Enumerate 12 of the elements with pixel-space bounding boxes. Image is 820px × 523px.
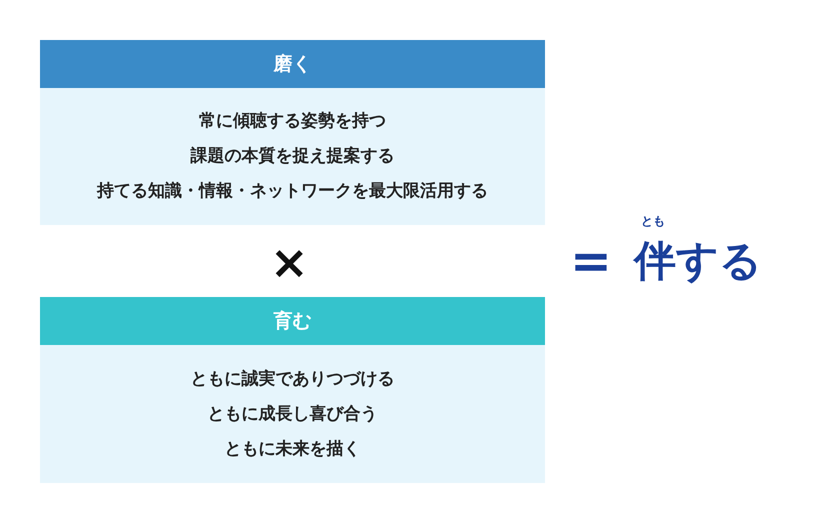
list-item: ともに誠実でありつづける <box>190 368 394 390</box>
list-item: 常に傾聴する姿勢を持つ <box>199 110 386 133</box>
result-word: 伴する <box>634 236 762 286</box>
list-item: 持てる知識・情報・ネットワークを最大限活用する <box>97 180 488 203</box>
card-header: 育む <box>40 297 545 345</box>
list-item: ともに未来を描く <box>224 438 360 460</box>
multiply-sign: × <box>270 238 309 286</box>
equals-sign: = <box>570 236 612 286</box>
list-item: ともに成長し喜び合う <box>208 402 378 426</box>
card-header: 磨く <box>40 40 545 88</box>
ruby-text: とも <box>641 214 665 228</box>
list-item: 課題の本質を捉え提案する <box>190 145 394 168</box>
